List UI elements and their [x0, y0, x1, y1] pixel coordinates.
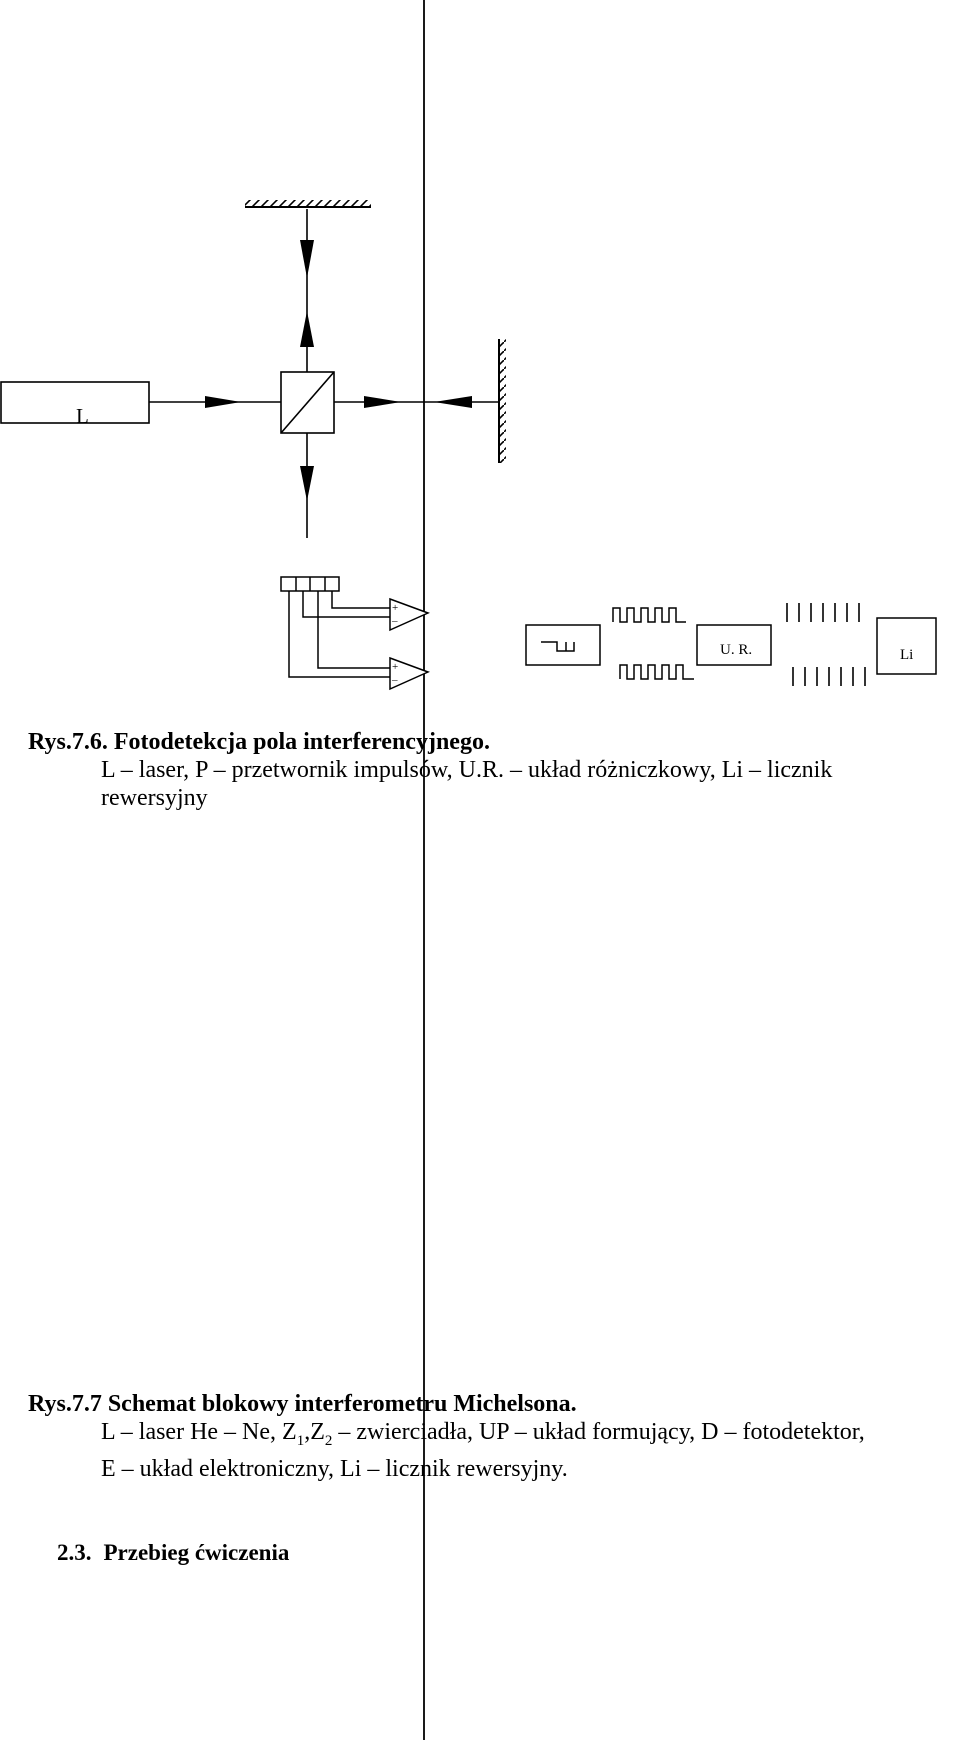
ur-label: U. R. [720, 642, 752, 658]
comparator-top: + – [389, 597, 430, 632]
caption-title: Rys.7.7 Schemat blokowy interferometru M… [28, 1391, 577, 1417]
pulse-converter-box [525, 624, 601, 666]
arrow-right-1 [205, 396, 241, 408]
beam-arrows [205, 240, 472, 501]
li-label: Li [900, 647, 913, 663]
square-wave-top [612, 607, 686, 623]
caption-line: L – laser, P – przetwornik impulsów, U.R… [101, 757, 833, 783]
counter-box: Li [876, 617, 937, 675]
comparator-plus-label: + [392, 661, 398, 673]
comparator-bottom: + – [389, 656, 430, 691]
square-wave-bottom [619, 664, 694, 680]
arrow-up [300, 311, 314, 347]
comparator-plus-label: + [392, 602, 398, 614]
laser-box: L [0, 381, 150, 428]
arrow-down-top [300, 240, 314, 278]
caption-line: E – układ elektroniczny, Li – licznik re… [101, 1455, 568, 1482]
arrow-down-bottom [300, 466, 314, 501]
detector-array [280, 576, 340, 592]
top-mirror [245, 200, 371, 208]
caption-text: ,Z [304, 1419, 325, 1445]
caption-text: – zwierciadła, UP – układ formujący, D –… [332, 1419, 865, 1445]
caption-text: L – laser He – Ne, Z [101, 1419, 297, 1445]
arrow-right-2 [364, 396, 401, 408]
beam-splitter [280, 371, 335, 434]
section-title: Przebieg ćwiczenia [103, 1540, 290, 1565]
laser-label: L [76, 404, 89, 428]
caption-line: L – laser He – Ne, Z1,Z2 – zwierciadła, … [28, 1418, 865, 1455]
caption-title: Rys.7.6. Fotodetekcja pola interferencyj… [28, 729, 490, 755]
section-number: 2.3. [57, 1540, 92, 1565]
detector-wiring [288, 591, 390, 678]
subscript: 1 [296, 1432, 305, 1449]
pulse-train-top [786, 603, 860, 622]
ur-box: U. R. [696, 624, 772, 666]
caption-line: rewersyjny [101, 785, 208, 811]
right-mirror [498, 339, 506, 463]
figure-caption-7-7: Rys.7.7 Schemat blokowy interferometru M… [28, 1390, 865, 1483]
subscript: 2 [324, 1432, 333, 1449]
comparator-minus-label: – [391, 615, 398, 627]
section-heading: 2.3. Przebieg ćwiczenia [57, 1540, 289, 1566]
comparator-minus-label: – [391, 674, 398, 686]
arrow-left [434, 396, 472, 408]
figure-caption-7-6: Rys.7.6. Fotodetekcja pola interferencyj… [28, 728, 832, 812]
pulse-train-bottom [792, 667, 866, 686]
